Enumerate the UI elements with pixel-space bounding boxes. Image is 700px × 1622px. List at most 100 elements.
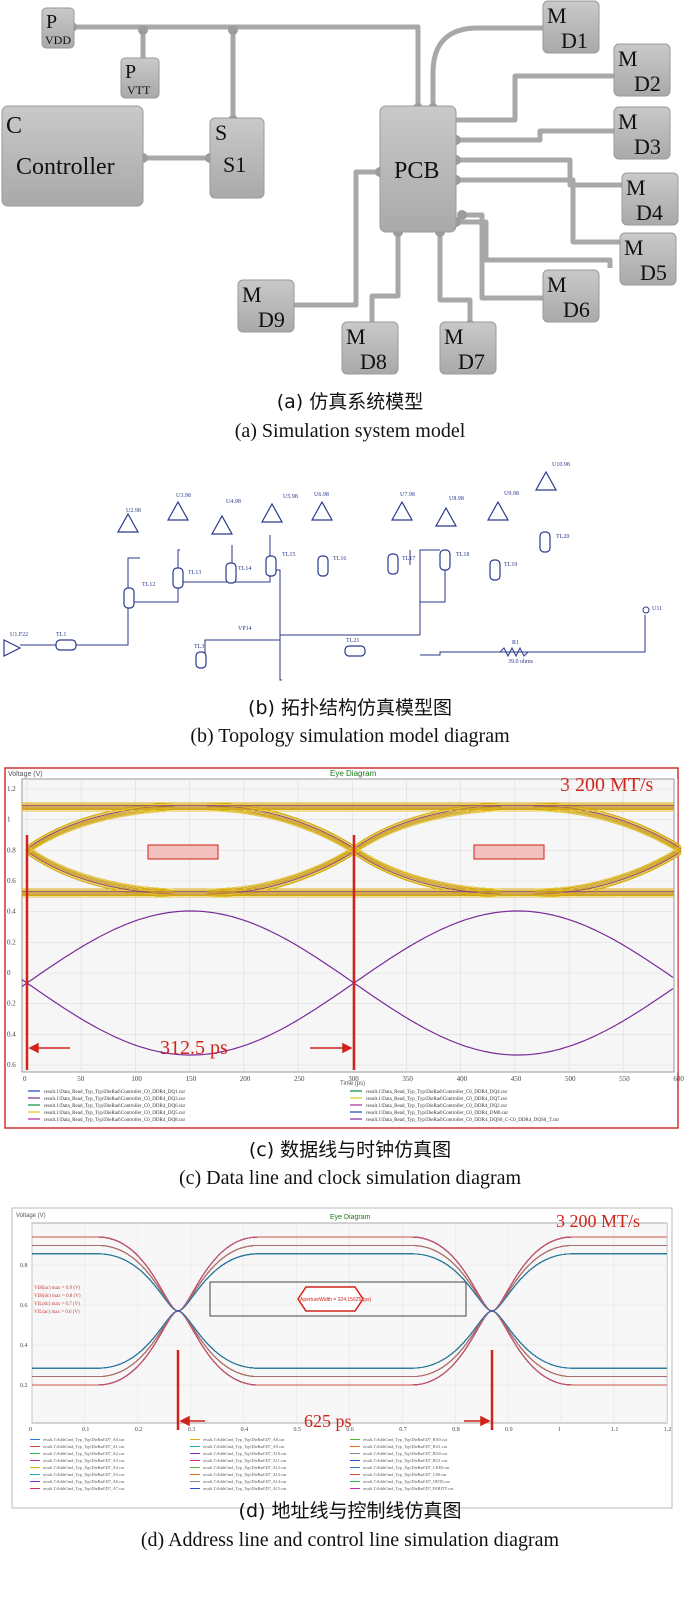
legend-entry: result.1\AddrCmd_Typ_Typ\DieRad\D7_A11.c…: [203, 1458, 287, 1463]
svg-text:PCB: PCB: [394, 158, 439, 184]
controller-block: C Controller: [1, 105, 144, 207]
legend-entry: result.1\AddrCmd_Typ_Typ\DieRad\D7_A10.c…: [203, 1451, 287, 1456]
receiver-symbols: [3, 470, 558, 657]
eye-trace: [32, 1244, 667, 1378]
y-tick-label: 0.4: [20, 1343, 28, 1349]
x-tick-label: 400: [457, 1075, 468, 1083]
legend-entry: result.1\Data_Read_Typ_Typ\DieRad\Contro…: [44, 1111, 186, 1116]
caption-c-cn: (c) 数据线与时钟仿真图: [248, 1139, 452, 1161]
svg-text:U11: U11: [652, 606, 662, 612]
legend-entry: result.1\AddrCmd_Typ_Typ\DieRad\D7_A13.c…: [203, 1472, 287, 1477]
svg-text:D2: D2: [634, 71, 661, 96]
memory-d7: M D7: [439, 321, 497, 375]
svg-text:U3.98: U3.98: [176, 493, 191, 499]
caption-b-cn: (b) 拓扑结构仿真模型图: [248, 697, 452, 719]
y-tick-label: 0.4: [7, 1030, 16, 1038]
x-tick-label: 600: [673, 1075, 684, 1083]
x-tick-label: 200: [240, 1075, 251, 1083]
x-tick-label: 500: [565, 1075, 576, 1083]
eye-traces: [21, 802, 682, 1056]
threshold-note: VIL(ac) max = 0.6 (V): [34, 1310, 80, 1315]
s1-switch-block: S S1: [209, 117, 265, 199]
system-model-diagram: P VDD P VTT C Controller S S1 PCB M: [1, 0, 679, 375]
x-tick-label: 0.1: [82, 1427, 90, 1433]
svg-text:D7: D7: [458, 349, 485, 374]
x-axis-label: Time (ps): [340, 1081, 365, 1087]
svg-text:39.0 ohms: 39.0 ohms: [508, 659, 534, 665]
x-tick-label: 550: [619, 1075, 630, 1083]
svg-text:TL1: TL1: [56, 632, 66, 638]
svg-text:TL14: TL14: [238, 566, 251, 572]
period-arrows: [28, 1042, 353, 1054]
legend-entry: result.1\Data_Read_Typ_Typ\DieRad\Contro…: [44, 1118, 186, 1123]
legend-entry: result.1\Data_Read_Typ_Typ\DieRad\Contro…: [366, 1118, 559, 1123]
eye-mask-left: [147, 844, 219, 860]
svg-text:TL3: TL3: [194, 644, 204, 650]
topology-schematic: U2.98 U3.98 U4.98 U5.98 U6.98 U7.98 U8.9…: [3, 462, 662, 681]
svg-text:D9: D9: [258, 307, 285, 332]
eye-trace: [26, 810, 682, 890]
eye-trace: [32, 1253, 667, 1369]
legend-entry: result.1\Data_Read_Typ_Typ\DieRad\Contro…: [366, 1111, 508, 1116]
svg-text:M: M: [547, 272, 567, 297]
eye-mask-right: [473, 844, 545, 860]
legend-entry: result.1\AddrCmd_Typ_Typ\DieRad\D7_A5.cu…: [43, 1472, 125, 1477]
x-tick-label: 0: [23, 1075, 27, 1083]
y-tick-label: 0.6: [20, 1303, 28, 1309]
y-tick-labels: 0.80.60.40.2: [20, 1263, 28, 1389]
svg-text:U10.98: U10.98: [552, 462, 570, 468]
svg-text:U6.98: U6.98: [314, 492, 329, 498]
legend-entry: result.1\AddrCmd_Typ_Typ\DieRad\D7_CKE0.…: [363, 1465, 450, 1470]
x-tick-label: 150: [186, 1075, 197, 1083]
panel-d: Voltage (V) Eye Diagram 3 200 MT/s Apert…: [0, 1205, 700, 1622]
legend-entry: result.1\AddrCmd_Typ_Typ\DieRad\D7_CS0.c…: [363, 1472, 447, 1477]
x-tick-label: 450: [511, 1075, 522, 1083]
rate-label: 3 200 MT/s: [556, 1211, 640, 1231]
svg-text:Controller: Controller: [16, 154, 115, 180]
svg-text:TL20: TL20: [556, 534, 569, 540]
period-markers: [25, 835, 356, 1070]
legend-entry: result.1\AddrCmd_Typ_Typ\DieRad\D7_A2.cu…: [43, 1451, 125, 1456]
y-tick-label: 0.8: [20, 1263, 28, 1269]
eye-trace: [32, 1236, 667, 1386]
y-tick-label: 1: [7, 816, 11, 824]
legend-entry: result.1\AddrCmd_Typ_Typ\DieRad\D7_BG0.c…: [363, 1451, 448, 1456]
threshold-note: VIH(dc) max = 0.8 (V): [34, 1294, 81, 1299]
threshold-note: VIH(ac) max = 0.9 (V): [34, 1286, 81, 1291]
pcb-block: PCB: [379, 105, 457, 233]
memory-d3: M D3: [613, 106, 671, 160]
memory-d6: M D6: [542, 269, 600, 323]
legend-entry: result.1\AddrCmd_Typ_Typ\DieRad\D7_A7.cu…: [43, 1486, 125, 1491]
svg-text:TL13: TL13: [188, 570, 201, 576]
memory-d1: M D1: [542, 0, 600, 54]
svg-text:VTT: VTT: [127, 83, 151, 97]
x-tick-label: 0.9: [505, 1427, 512, 1433]
y-tick-label: 0.2: [7, 938, 16, 946]
svg-text:M: M: [444, 324, 464, 349]
threshold-note: VIL(dc) max = 0.7 (V): [34, 1302, 80, 1307]
legend-entry: result.1\AddrCmd_Typ_Typ\DieRad\D7_A12.c…: [203, 1465, 287, 1470]
svg-text:TL18: TL18: [456, 552, 469, 558]
period-annotation: 312.5 ps: [160, 1037, 228, 1059]
aperture-marker: [297, 1286, 364, 1312]
svg-text:D4: D4: [636, 200, 663, 225]
svg-text:M: M: [346, 324, 366, 349]
period-markers: [176, 1350, 494, 1430]
y-tick-label: 0.6: [7, 1061, 16, 1069]
eye-trace: [32, 1253, 667, 1369]
legend-entry: result.1\Data_Read_Typ_Typ\DieRad\Contro…: [44, 1097, 186, 1102]
legend-entry: result.1\AddrCmd_Typ_Typ\DieRad\D7_A6.cu…: [43, 1479, 125, 1484]
component-labels: U2.98 U3.98 U4.98 U5.98 U6.98 U7.98 U8.9…: [10, 462, 662, 665]
legend-entry: result.1\AddrCmd_Typ_Typ\DieRad\D7_A9.cu…: [203, 1444, 285, 1449]
legend-entry: result.1\AddrCmd_Typ_Typ\DieRad\D7_A14.c…: [203, 1479, 287, 1484]
legend-entry: result.1\AddrCmd_Typ_Typ\DieRad\D7_BA1.c…: [363, 1444, 448, 1449]
svg-text:U4.98: U4.98: [226, 499, 241, 505]
svg-text:U9.98: U9.98: [504, 491, 519, 497]
svg-text:U7.98: U7.98: [400, 492, 415, 498]
legend-entry: result.1\AddrCmd_Typ_Typ\DieRad\D7_BG1.c…: [363, 1458, 448, 1463]
legend-entry: result.1\AddrCmd_Typ_Typ\DieRad\D7_A1.cu…: [43, 1444, 125, 1449]
svg-text:TL16: TL16: [333, 556, 346, 562]
memory-d4: M D4: [621, 172, 679, 226]
